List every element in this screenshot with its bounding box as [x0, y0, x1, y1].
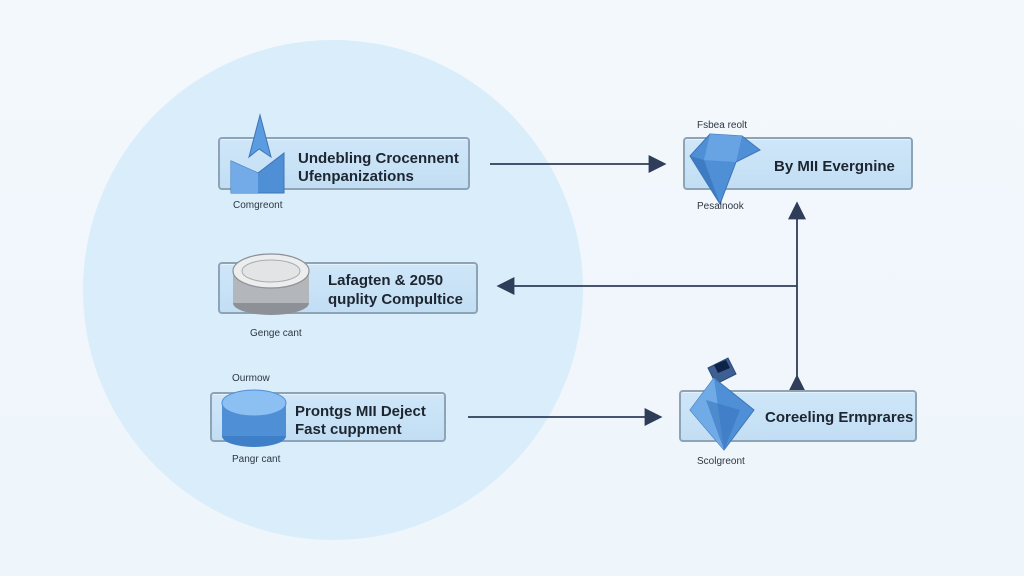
node-n5-caption-below: Scolgreont — [697, 456, 745, 467]
node-n1-line1: Undebling Crocennent — [298, 150, 459, 167]
node-n5-line1: Coreeling Ermprares — [765, 409, 914, 426]
node-n2-line2: quplity Compultice — [328, 291, 463, 308]
node-n4-line1: By MII Evergnine — [774, 158, 895, 175]
blue-pyramid-icon — [228, 113, 288, 197]
blue-cylinder-icon — [219, 386, 289, 452]
node-n3-line2: Fast cuppment — [295, 421, 402, 438]
node-n1-line2: Ufenpanizations — [298, 168, 414, 185]
node-n1-caption-below: Comgreont — [233, 200, 283, 211]
node-n3-caption-above: Ourmow — [232, 373, 270, 384]
node-n4-caption-above: Fsbea reolt — [697, 120, 748, 131]
node-n2-caption-below: Genge cant — [250, 328, 302, 339]
node-n3-caption-below: Pangr cant — [232, 454, 281, 465]
grey-disk-icon — [230, 251, 316, 319]
blue-diamond-tag-icon — [684, 356, 760, 454]
node-n4-caption-below: Pesalnook — [697, 201, 744, 212]
blue-polyhedron-icon — [684, 128, 766, 206]
node-n3-line1: Prontgs MII Deject — [295, 403, 426, 420]
node-n2-line1: Lafagten & 2050 — [328, 272, 444, 289]
node-undebling-crocennent[interactable]: Undebling Crocennent Ufenpanizations — [218, 137, 470, 190]
